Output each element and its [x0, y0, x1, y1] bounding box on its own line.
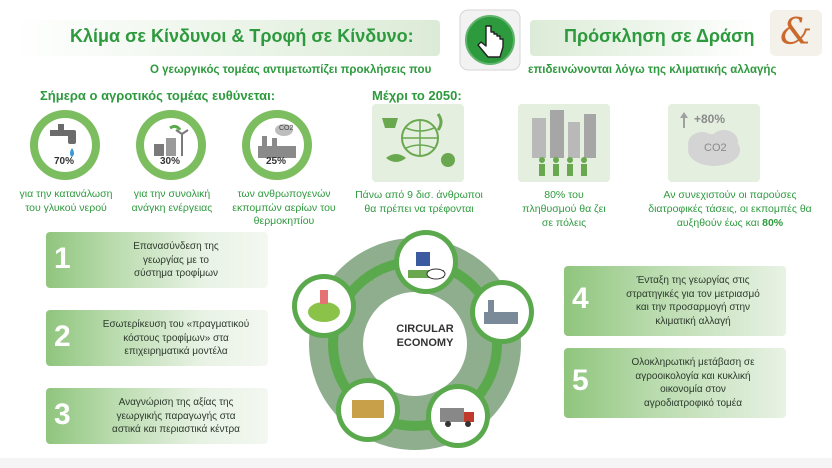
circular-economy-diagram — [292, 230, 534, 450]
action-number: 4 — [572, 282, 589, 315]
stat-water-percent: 70% — [54, 156, 75, 167]
co2-increase-badge: +80% — [694, 112, 726, 126]
future-co2-box — [668, 104, 760, 182]
title-banner-left — [14, 20, 440, 56]
footer-strip — [0, 458, 832, 468]
action-item-3: 3 Αναγνώριση της αξίας της γεωργικής παρ… — [46, 388, 268, 444]
stat-energy — [134, 108, 208, 182]
action-number: 3 — [54, 398, 71, 431]
factory-co2-icon — [242, 110, 312, 180]
city-people-icon — [532, 110, 596, 176]
stat-emissions-percent: 25% — [266, 156, 287, 167]
stat-energy-percent: 30% — [160, 156, 181, 167]
co2-increase-icon — [680, 112, 740, 166]
stat-energy-caption: για την συνολική ανάγκη ενέργειας — [131, 188, 213, 214]
action-text: Ολοκληρωτική μετάβαση σε αγροοικολογία κ… — [631, 357, 755, 409]
stat-water-caption: για την κατανάλωση του γλυκού νερού — [19, 188, 113, 214]
stat-emissions-co2: CO2 — [279, 125, 294, 132]
circular-economy-label: CIRCULAR ECONOMY — [396, 323, 454, 350]
action-item-1: 1 Επανασύνδεση της γεωργίας με το σύστημ… — [46, 232, 268, 288]
future-city-caption: 80% του πληθυσμού θα ζει σε πόλεις — [522, 189, 606, 230]
logo: & — [770, 10, 822, 56]
action-item-2: 2 Εσωτερίκευση του «πραγματικού κόστους … — [46, 310, 268, 366]
call-to-action-button[interactable] — [458, 8, 522, 72]
action-text: Εσωτερίκευση του «πραγματικού κόστους τρ… — [102, 319, 250, 357]
future-city-box — [518, 104, 610, 182]
stat-emissions-caption: των ανθρωπογενών εκπομπών αερίων του θερ… — [232, 188, 336, 228]
co2-label: CO2 — [704, 142, 727, 154]
future-co2-caption: Αν συνεχιστούν οι παρούσες διατροφικές τ… — [648, 189, 812, 230]
stat-emissions — [240, 108, 314, 182]
action-text: Αναγνώριση της αξίας της γεωργικής παραγ… — [112, 397, 240, 435]
action-text: Ένταξη της γεωργίας στις στρατηγικές για… — [626, 275, 760, 327]
ampersand-logo-icon: & — [779, 12, 813, 53]
pointer-hand-icon — [459, 9, 521, 71]
action-number: 2 — [54, 320, 71, 353]
future-food-caption: Πάνω από 9 δισ. άνθρωποι θα πρέπει να τρ… — [355, 189, 483, 216]
call-to-action-title: Πρόσκληση σε Δράση — [564, 26, 755, 46]
action-item-4: 4 Ένταξη της γεωργίας στις στρατηγικές γ… — [564, 266, 786, 336]
action-item-5: 5 Ολοκληρωτική μετάβαση σε αγροοικολογία… — [564, 348, 786, 418]
subtitle-left: Ο γεωργικός τομέας αντιμετωπίζει προκλήσ… — [150, 64, 432, 76]
page-title: Κλίμα σε Κίνδυνοι & Τροφή σε Κίνδυνο: — [70, 26, 414, 46]
action-number: 5 — [572, 364, 589, 397]
future-food-box — [372, 104, 464, 182]
energy-plant-icon — [136, 110, 206, 180]
subtitle-right: επιδεινώνονται λόγω της κλιματικής αλλαγ… — [528, 64, 777, 76]
food-globe-icon — [382, 113, 455, 167]
today-heading: Σήμερα ο αγροτικός τομέας ευθύνεται: — [40, 88, 276, 103]
stat-water — [28, 108, 102, 182]
action-number: 1 — [54, 242, 71, 275]
future-heading: Μέχρι το 2050: — [372, 88, 462, 103]
action-text: Επανασύνδεση της γεωργίας με το σύστημα … — [133, 241, 219, 279]
title-banner-right — [530, 20, 758, 56]
water-tap-icon — [30, 110, 100, 180]
